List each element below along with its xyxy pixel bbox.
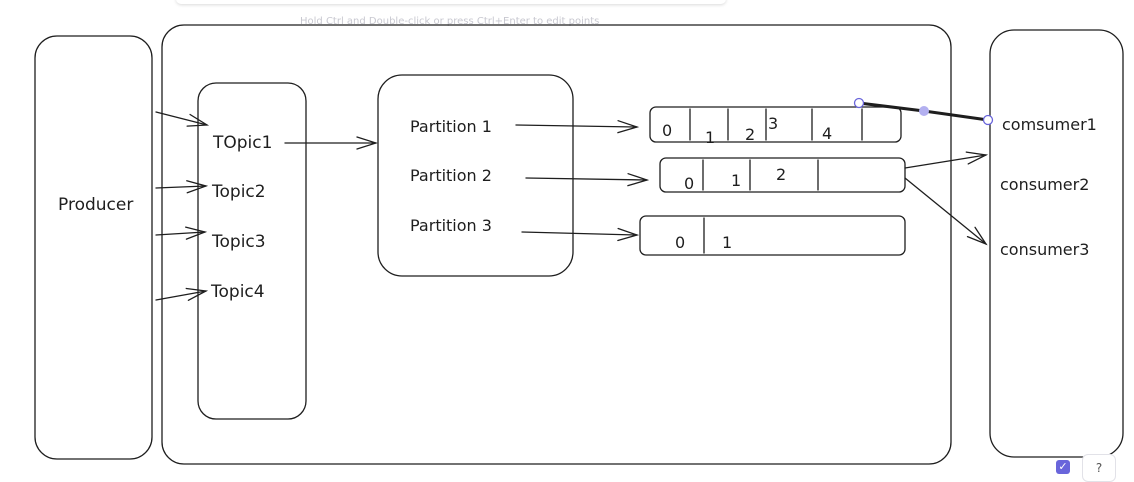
offset-label: 1 — [722, 233, 732, 252]
producer-to-topic-arrow[interactable] — [155, 232, 205, 235]
producer-to-topic-arrow[interactable] — [155, 291, 206, 300]
offset-label: 2 — [776, 165, 786, 184]
partition-to-log-arrow[interactable] — [515, 125, 637, 127]
partition-to-log-arrow[interactable] — [521, 232, 637, 235]
topic-label: Topic2 — [211, 182, 266, 202]
consumer-label: consumer2 — [1000, 175, 1089, 194]
topic-label: Topic4 — [210, 282, 265, 302]
consumer-label: comsumer1 — [1002, 115, 1097, 134]
partition-label: Partition 1 — [410, 117, 492, 136]
offset-label: 0 — [684, 174, 694, 193]
producer-to-topic-arrow[interactable] — [155, 111, 207, 125]
partition-log[interactable] — [659, 157, 906, 193]
offset-label: 2 — [745, 125, 755, 144]
topics-box[interactable] — [197, 82, 307, 420]
producer-to-topic-arrow[interactable] — [155, 186, 206, 188]
broker-frame[interactable] — [161, 24, 952, 465]
arrow-mid-handle[interactable] — [919, 106, 929, 116]
partition-to-log-arrow[interactable] — [525, 178, 647, 180]
producer-label: Producer — [58, 195, 133, 215]
offset-label: 4 — [822, 124, 832, 143]
log-to-consumer-arrow[interactable] — [904, 177, 986, 244]
edit-hint: Hold Ctrl and Double-click or press Ctrl… — [300, 16, 600, 27]
help-icon: ? — [1095, 461, 1103, 475]
offset-label: 3 — [768, 114, 778, 133]
consumer-label: consumer3 — [1000, 240, 1089, 259]
log-to-consumer-arrow[interactable] — [904, 155, 986, 169]
producer-box[interactable] — [34, 35, 153, 460]
arrow-start-handle[interactable] — [853, 97, 865, 109]
topic-label: TOpic1 — [212, 133, 272, 153]
help-button[interactable]: ? — [1082, 454, 1116, 482]
checkbox-icon[interactable]: ✓ — [1056, 460, 1070, 474]
offset-label: 0 — [675, 233, 685, 252]
partition-log[interactable] — [639, 215, 906, 256]
partitions-box[interactable] — [377, 74, 574, 277]
topic-label: Topic3 — [211, 232, 266, 252]
partition-label: Partition 3 — [410, 216, 492, 235]
offset-label: 1 — [705, 128, 715, 147]
partition-log[interactable] — [649, 106, 902, 143]
offset-label: 1 — [731, 171, 741, 190]
toolbar-edge — [176, 0, 726, 4]
arrow-end-handle[interactable] — [982, 114, 994, 126]
offset-label: 0 — [662, 121, 672, 140]
consumers-box[interactable] — [989, 29, 1124, 458]
partition-label: Partition 2 — [410, 166, 492, 185]
